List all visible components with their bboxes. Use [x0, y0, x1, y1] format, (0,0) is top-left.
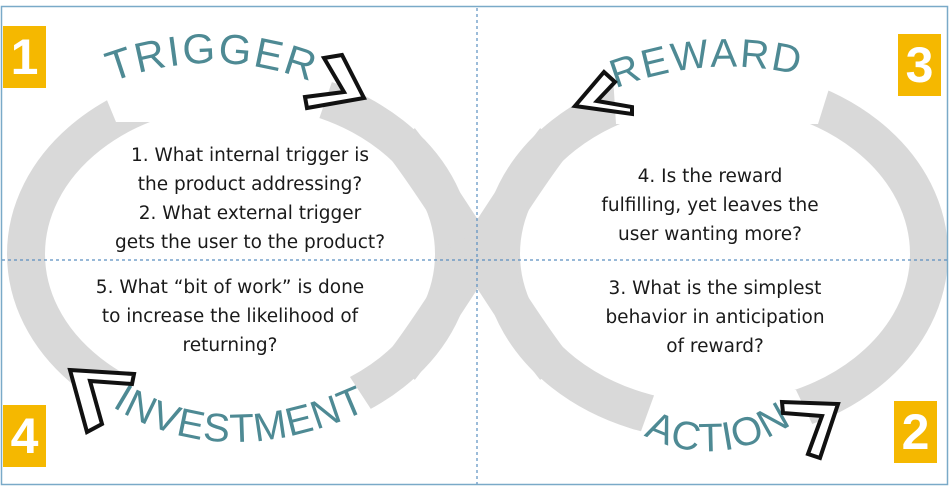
- action-questions: 3. What is the simplest behavior in anti…: [575, 274, 855, 361]
- trigger-question-line: 2. What external trigger: [138, 203, 362, 224]
- trigger-question-line: gets the user to the product?: [114, 232, 386, 253]
- reward-questions: 4. Is the reward fulfilling, yet leaves …: [560, 162, 860, 249]
- reward-question-line: fulfilling, yet leaves the: [601, 195, 819, 216]
- trigger-label-patch: [78, 30, 350, 122]
- trigger-step-badge: 1: [3, 26, 46, 88]
- frame: [0, 5, 949, 486]
- investment-question-line: to increase the likelihood of: [101, 306, 359, 327]
- trigger-questions: 1. What internal trigger is the product …: [70, 141, 430, 257]
- trigger-arrow-icon: [302, 52, 368, 111]
- reward-label-patch: [610, 28, 848, 124]
- reward-question-line: user wanting more?: [618, 224, 802, 245]
- investment-arrow-icon: [67, 367, 137, 435]
- action-arrow-icon: [779, 399, 841, 461]
- reward-question-line: 4. Is the reward: [637, 166, 783, 187]
- trigger-question-line: 1. What internal trigger is: [130, 145, 370, 166]
- action-question-line: 3. What is the simplest: [608, 278, 822, 299]
- action-step-badge: 2: [894, 401, 937, 463]
- investment-questions: 5. What “bit of work” is done to increas…: [70, 273, 390, 360]
- trigger-question-line: the product addressing?: [137, 174, 363, 195]
- investment-step-badge: 4: [3, 405, 46, 467]
- action-question-line: of reward?: [666, 336, 764, 357]
- investment-label-patch: [60, 374, 408, 478]
- action-question-line: behavior in anticipation: [605, 307, 825, 328]
- reward-step-badge: 3: [898, 34, 941, 96]
- reward-arrow-icon: [571, 69, 634, 117]
- investment-question-line: returning?: [182, 335, 278, 356]
- investment-question-line: 5. What “bit of work” is done: [95, 277, 365, 298]
